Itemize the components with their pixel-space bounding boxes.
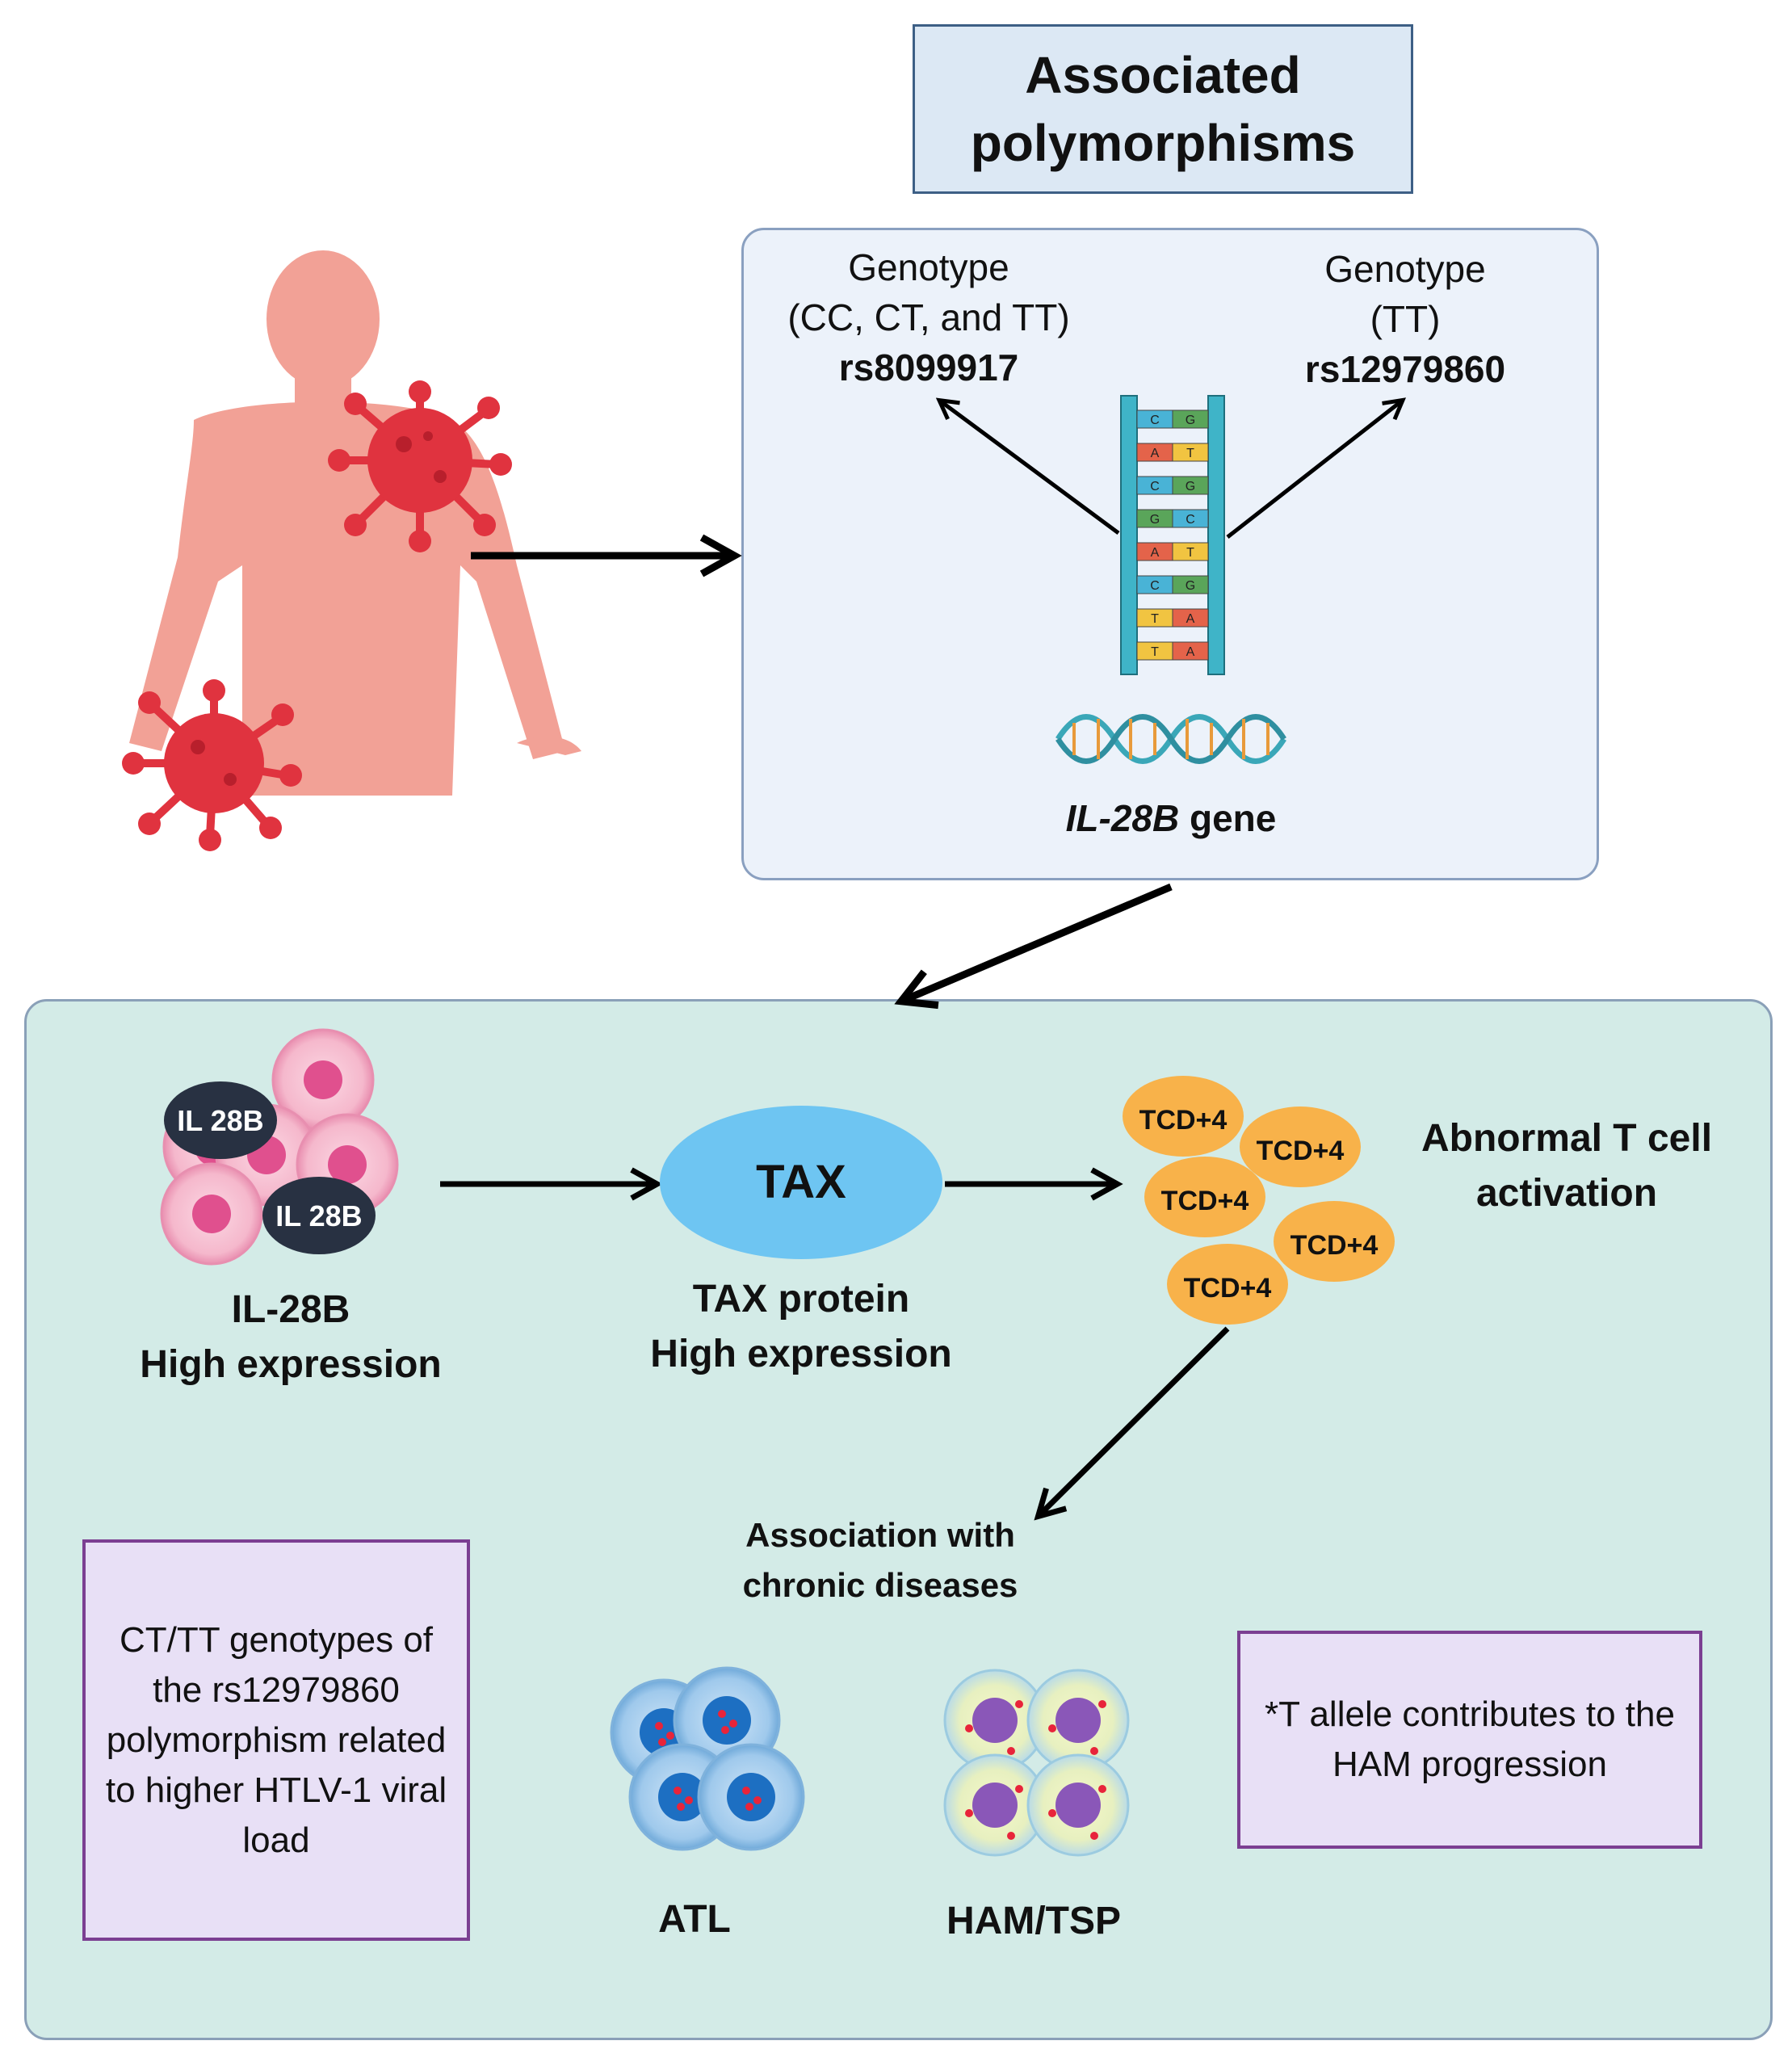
- dna-base-left: G: [1150, 513, 1160, 527]
- tcell-badge-2: TCD+4: [1256, 1136, 1345, 1166]
- right-snp-id: rs12979860: [1304, 348, 1506, 390]
- gene-name-suffix: gene: [1179, 797, 1277, 839]
- tcell-badge-4: TCD+4: [1290, 1230, 1379, 1261]
- tcell-badge-3: TCD+4: [1160, 1186, 1249, 1216]
- gene-name-label: IL-28B gene: [929, 793, 1413, 843]
- dna-base-left: A: [1151, 546, 1160, 560]
- arrow-gene-to-right-snp: [1226, 401, 1401, 539]
- title-box: Associated polymorphisms: [913, 24, 1413, 194]
- arrow-gene-to-pathway: [904, 883, 1173, 1000]
- title-text: Associated polymorphisms: [970, 46, 1356, 172]
- il28b-caption-line1: IL-28B: [231, 1288, 350, 1331]
- dna-base-right: G: [1186, 414, 1195, 427]
- dna-base-left: C: [1150, 579, 1160, 593]
- dna-base-left: T: [1151, 645, 1159, 659]
- atl-cell: [697, 1743, 805, 1851]
- dna-base-left: A: [1151, 447, 1160, 460]
- ham-tsp-label: HAM/TSP: [946, 1900, 1121, 1942]
- virus-icon-small: [122, 679, 302, 851]
- ham-cell: [943, 1669, 1047, 1772]
- right-genotype-line1: Genotype: [1324, 248, 1486, 290]
- tcell-caption-line2: activation: [1475, 1172, 1658, 1215]
- atl-cells-icon: [610, 1666, 805, 1851]
- dna-base-left: T: [1151, 612, 1159, 626]
- note-viral-load: CT/TT genotypes of the rs12979860 polymo…: [82, 1539, 470, 1941]
- note-viral-load-text: CT/TT genotypes of the rs12979860 polymo…: [105, 1619, 447, 1860]
- dna-base-right: A: [1186, 612, 1195, 626]
- tcell-badge-1: TCD+4: [1139, 1105, 1228, 1136]
- left-genotype-line2: (CC, CT, and TT): [787, 296, 1070, 338]
- arrow-gene-to-left-snp: [941, 401, 1120, 535]
- virus-icon-large: [328, 380, 512, 552]
- il28b-badge-2: IL 28B: [275, 1199, 363, 1232]
- note-t-allele: *T allele contributes to the HAM progres…: [1237, 1631, 1702, 1849]
- dna-base-right: G: [1186, 480, 1195, 493]
- left-snp-id: rs8099917: [838, 346, 1019, 388]
- tax-protein-shape: [660, 1106, 942, 1259]
- disease-caption-line2: chronic diseases: [742, 1566, 1018, 1604]
- ham-tsp-cells-icon: [943, 1669, 1130, 1857]
- tax-label: TAX: [756, 1156, 846, 1208]
- atl-label: ATL: [658, 1898, 731, 1941]
- dna-base-left: C: [1150, 414, 1160, 427]
- dna-base-left: C: [1150, 480, 1160, 493]
- il28b-caption: IL-28B High expression: [89, 1283, 493, 1392]
- tax-caption-line1: TAX protein: [692, 1278, 910, 1321]
- il28b-badge-1: IL 28B: [177, 1104, 264, 1137]
- tcd4-cells-icon: [1123, 1076, 1395, 1325]
- gene-name-italic: IL-28B: [1065, 797, 1180, 839]
- dna-base-right: T: [1186, 447, 1194, 460]
- tcell-caption: Abnormal T cell activation: [1373, 1111, 1761, 1221]
- tcell-badge-5: TCD+4: [1183, 1273, 1272, 1304]
- disease-caption-line1: Association with: [745, 1516, 1015, 1554]
- left-genotype-line1: Genotype: [848, 246, 1009, 288]
- pink-cell: [160, 1162, 263, 1266]
- il28b-cells-icon: [160, 1028, 399, 1266]
- dna-helix-icon: [1055, 714, 1286, 764]
- il28b-caption-line2: High expression: [140, 1343, 442, 1386]
- arrow-tcells-to-disease: [1040, 1326, 1230, 1514]
- right-genotype-label: Genotype (TT) rs12979860: [1244, 244, 1567, 394]
- note-t-allele-text: *T allele contributes to the HAM progres…: [1265, 1694, 1675, 1784]
- dna-base-right: T: [1186, 546, 1194, 560]
- left-genotype-label: Genotype (CC, CT, and TT) rs8099917: [759, 242, 1098, 393]
- tax-caption-line2: High expression: [650, 1333, 952, 1375]
- tax-caption: TAX protein High expression: [599, 1272, 1003, 1382]
- pink-cell: [271, 1028, 375, 1132]
- dna-base-right: A: [1186, 645, 1195, 659]
- ham-cell: [1026, 1753, 1130, 1857]
- dna-base-right: G: [1186, 579, 1195, 593]
- right-genotype-line2: (TT): [1370, 298, 1441, 340]
- disease-caption: Association with chronic diseases: [686, 1510, 1074, 1610]
- dna-base-right: C: [1186, 513, 1195, 527]
- ham-cell: [943, 1753, 1047, 1857]
- tcell-caption-line1: Abnormal T cell: [1421, 1117, 1713, 1160]
